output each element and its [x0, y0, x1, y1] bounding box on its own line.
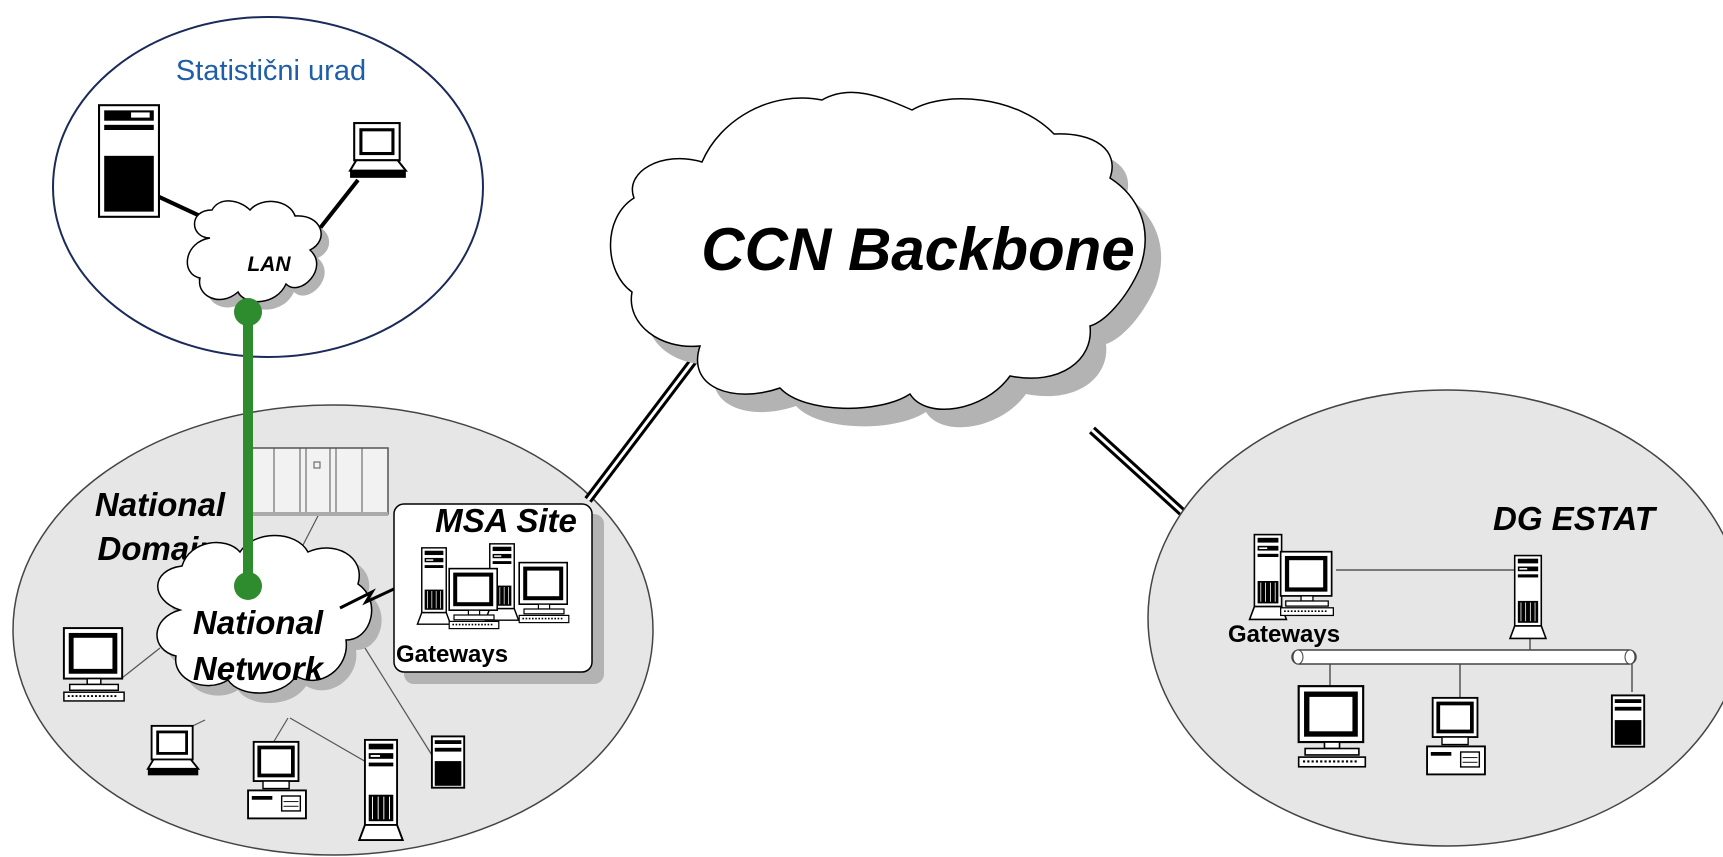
lightning-link-icon: [339, 586, 397, 610]
mainframe-icon: [247, 447, 389, 516]
laptop-icon: [146, 724, 200, 777]
tower-server-icon: [416, 547, 452, 625]
statistical-office-site: Statistični urad LAN: [52, 16, 484, 358]
msa-gateways-label: Gateways: [396, 641, 508, 668]
national-domain-label-line1: National: [95, 486, 226, 523]
monitor-icon: [1279, 550, 1335, 617]
tower-server-icon: [358, 738, 404, 842]
backbone-link-estat: [1088, 426, 1186, 516]
national-network-label-line2: Network: [193, 650, 325, 687]
msa-site-label: MSA Site: [435, 502, 577, 539]
laptop-icon: [349, 121, 407, 179]
green-link-endpoint-bottom: [234, 572, 262, 600]
backbone-links: [584, 349, 1186, 516]
lan-label: LAN: [247, 253, 291, 276]
national-domain: National Domain National: [12, 404, 654, 856]
green-link-endpoint-top: [234, 298, 262, 326]
dg-estat-domain: DG ESTAT Gateways: [1147, 389, 1723, 847]
green-link: [234, 298, 262, 600]
lan-cloud: LAN: [186, 200, 330, 310]
ccn-backbone-label: CCN Backbone: [701, 216, 1134, 283]
lan-link-laptop: [315, 178, 360, 234]
tower-server-icon: [430, 735, 466, 789]
monitor-icon: [62, 627, 126, 702]
monitor-icon: [1297, 685, 1367, 768]
desktop-computer-icon: [247, 740, 307, 820]
desktop-computer-icon: [1426, 696, 1486, 776]
national-network-label-line1: National: [193, 604, 324, 641]
tower-server-icon: [1509, 554, 1547, 640]
national-network-cloud: National Network: [156, 534, 382, 704]
bus-cable-icon: [1291, 649, 1637, 665]
tower-server-icon: [1610, 694, 1646, 748]
ccn-backbone-cloud: CCN Backbone: [609, 91, 1162, 428]
msa-site: MSA Site Gateways: [393, 502, 604, 684]
estat-gateways-label: Gateways: [1228, 621, 1340, 648]
statistical-office-title: Statistični urad: [176, 55, 366, 87]
dg-estat-label: DG ESTAT: [1493, 500, 1658, 537]
dg-estat-boundary: [1147, 389, 1723, 847]
monitor-icon: [448, 567, 500, 630]
statistical-office-boundary: [52, 16, 484, 358]
tower-server-icon: [98, 104, 160, 218]
backbone-link-national: [584, 349, 704, 503]
monitor-icon: [518, 561, 570, 624]
